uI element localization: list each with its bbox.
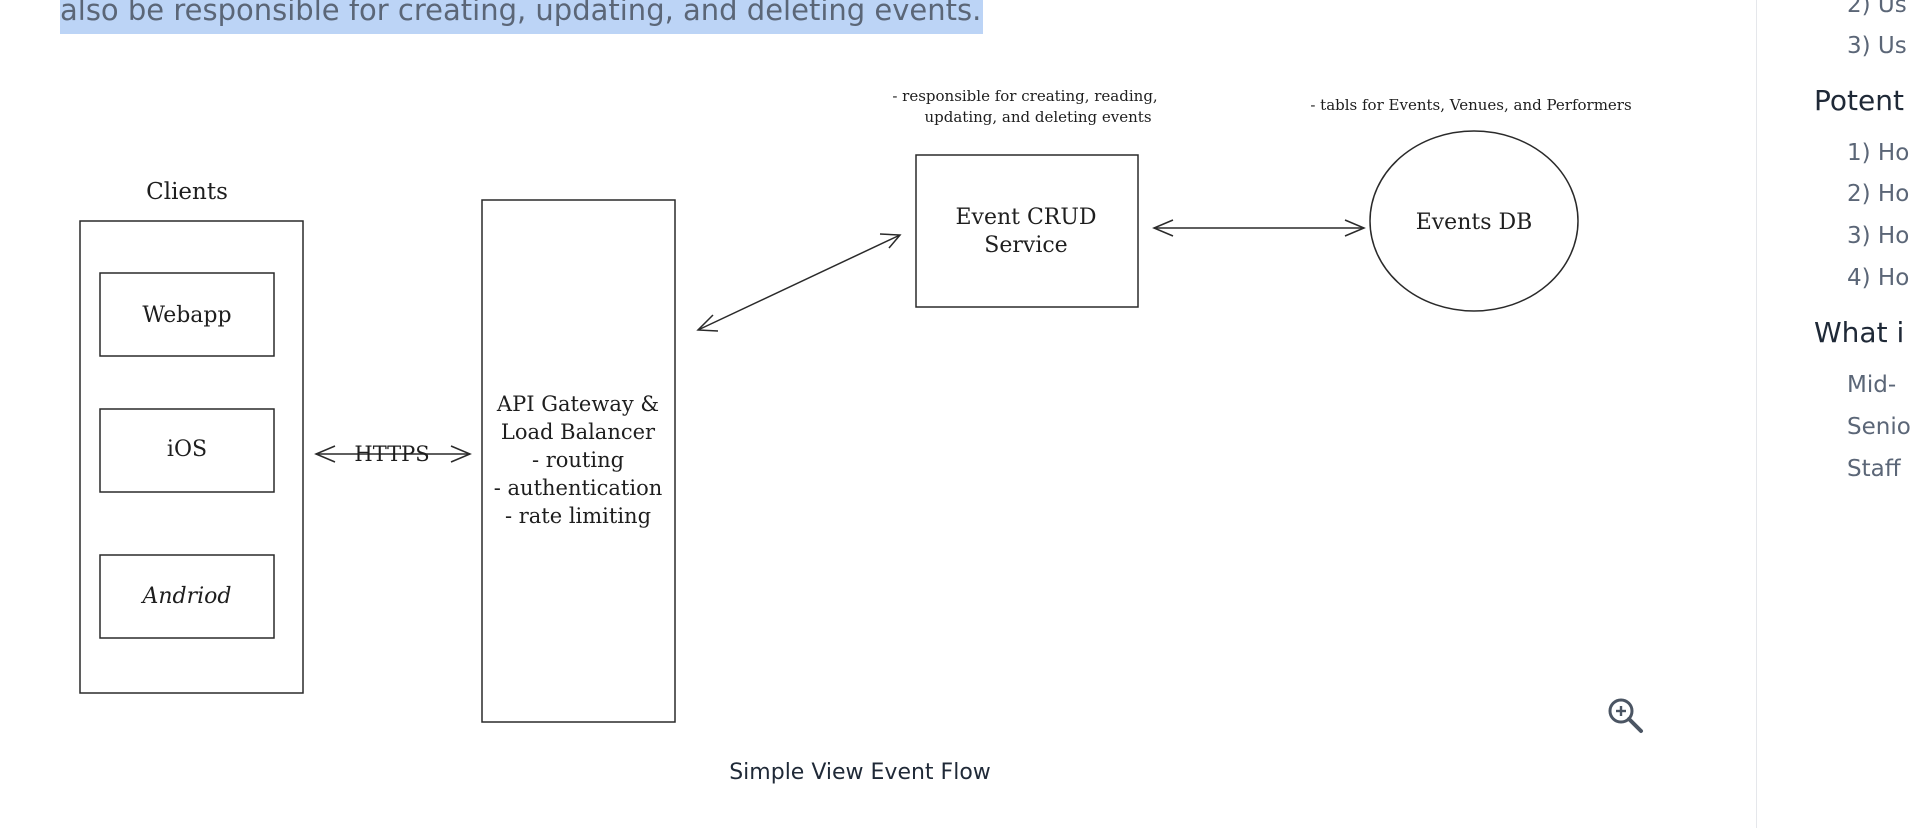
toc-heading[interactable]: What i [1814,316,1905,349]
webapp-label: Webapp [142,303,231,328]
db-ellipse [1369,130,1579,312]
webapp-box [99,272,275,357]
toc-item[interactable]: Senio [1847,414,1911,440]
gateway-service-arrow [696,233,902,332]
toc-heading[interactable]: Potent [1814,84,1904,117]
toc-item[interactable]: 1) Ho [1847,140,1910,166]
service-line: Event CRUD [955,205,1096,230]
toc-item[interactable]: 3) Us [1847,33,1907,59]
highlighted-paragraph-text: also be responsible for creating, updati… [60,0,984,34]
gateway-line: API Gateway & [496,392,659,416]
service-line: Service [984,233,1067,258]
toc-item[interactable]: Mid- [1847,372,1897,398]
ios-box [99,408,275,493]
zoom-in-icon [1608,698,1643,733]
android-box [99,554,275,639]
https-label: HTTPS [354,442,429,466]
diagram-caption: Simple View Event Flow [729,760,991,785]
toc-item[interactable]: 3) Ho [1847,223,1910,249]
service-note-line: - responsible for creating, reading, [892,87,1157,105]
toc-item[interactable]: 2) Us [1847,0,1907,18]
gateway-text: API Gateway & Load Balancer - routing - … [494,392,663,528]
gateway-line: - authentication [494,476,663,500]
service-box [915,154,1139,308]
service-db-arrow [1152,219,1366,237]
https-arrow [314,445,472,463]
toc-item[interactable]: Staff [1847,456,1901,482]
event-flow-diagram: Clients Webapp iOS Andriod HTTPS API Gat… [79,87,1632,723]
db-label: Events DB [1416,210,1533,235]
gateway-line: Load Balancer [501,420,656,444]
gateway-box [481,199,676,723]
clients-label: Clients [146,179,228,205]
service-note: - responsible for creating, reading, upd… [892,87,1157,126]
gateway-line: - routing [532,448,624,472]
service-note-line: updating, and deleting events [924,108,1151,126]
gateway-line: - rate limiting [505,504,651,528]
clients-container [79,220,304,694]
service-text: Event CRUD Service [955,205,1096,258]
toc-item[interactable]: 2) Ho [1847,181,1910,207]
db-note: - tabls for Events, Venues, and Performe… [1310,96,1631,114]
toc-item[interactable]: 4) Ho [1847,265,1910,291]
zoom-in-button[interactable] [1604,694,1646,736]
table-of-contents-sidebar: 2) Us 3) Us Potent 1) Ho 2) Ho 3) Ho 4) … [1756,0,1911,828]
android-label: Andriod [140,584,231,609]
ios-label: iOS [167,437,207,462]
